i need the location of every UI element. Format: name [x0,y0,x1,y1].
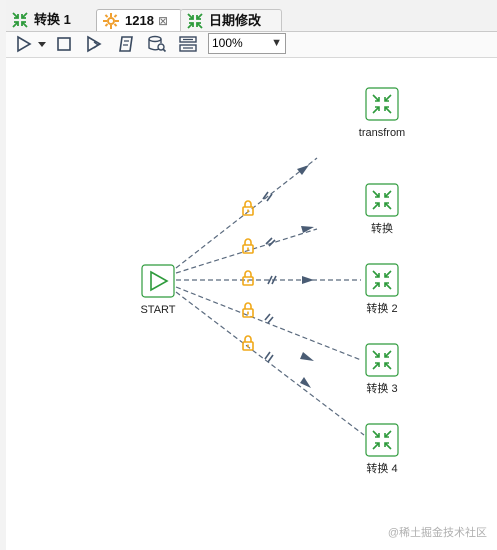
start-label: START [140,304,175,316]
transform-icon [12,12,28,28]
transform-icon [187,13,203,29]
hop-copy-marker [267,275,277,285]
dropdown-icon[interactable] [36,34,48,54]
zoom-select[interactable]: 100% ▼ [208,33,286,54]
tab-job-1218[interactable]: 1218 ⊠ [96,9,182,32]
lock-icon [242,200,254,216]
run-icon[interactable] [14,34,34,54]
job-canvas[interactable]: START transfrom 转换转换 2 转换 3 转换 4 @稀土掘金技术社区 [6,58,497,550]
hop-line[interactable] [175,157,318,269]
watermark: @稀土掘金技术社区 [387,527,487,539]
lock-icon [242,302,254,318]
zoom-value: 100% [212,36,243,50]
transform-step-node[interactable]: 转换 2 [365,263,399,315]
transform-icon [372,94,392,114]
toolbar: 100% ▼ [6,32,497,58]
hop-copy-marker [262,191,273,202]
tab-label: 1218 [125,13,154,28]
search-db-icon[interactable] [147,34,167,54]
stop-icon[interactable] [54,34,74,54]
hop-copy-marker [265,237,276,247]
hop-line[interactable] [175,291,365,436]
hop-arrow [301,226,314,233]
job-icon [103,13,119,29]
hop-copy-marker [264,351,274,363]
hop-arrow [297,165,309,175]
transform-icon [372,190,392,210]
hop-arrow [300,377,311,388]
hop-arrow [302,276,314,284]
layout-icon[interactable] [178,34,198,54]
lock-icon [242,335,254,351]
transform-step-node[interactable]: 转换 4 [365,423,399,475]
transform-step-node[interactable]: transfrom [359,87,405,139]
transform-icon [372,350,392,370]
step-label: 转换 2 [366,301,397,315]
preview-icon[interactable] [84,34,104,54]
transform-step-node[interactable]: 转换 3 [365,343,399,395]
step-label: transfrom [359,127,405,139]
chevron-down-icon: ▼ [271,37,282,49]
tab-transform-1[interactable]: 转换 1 [6,9,98,31]
transform-icon [372,430,392,450]
tab-label: 转换 1 [34,12,71,27]
step-label: 转换 4 [366,461,397,475]
tab-date-modify[interactable]: 日期修改 [180,9,282,31]
tab-underline [6,31,497,32]
step-label: 转换 [371,221,393,235]
close-icon[interactable]: ⊠ [158,14,169,28]
start-node[interactable] [141,264,175,298]
script-icon[interactable] [116,34,136,54]
hop-copy-marker [264,313,274,324]
tab-label: 日期修改 [209,13,262,28]
transform-icon [372,270,392,290]
hop-line[interactable] [175,228,318,274]
hop-line[interactable] [175,286,362,361]
lock-icon [242,270,254,286]
hop-arrow [300,352,314,361]
step-label: 转换 3 [366,381,397,395]
transform-step-node[interactable]: 转换 [365,183,399,235]
